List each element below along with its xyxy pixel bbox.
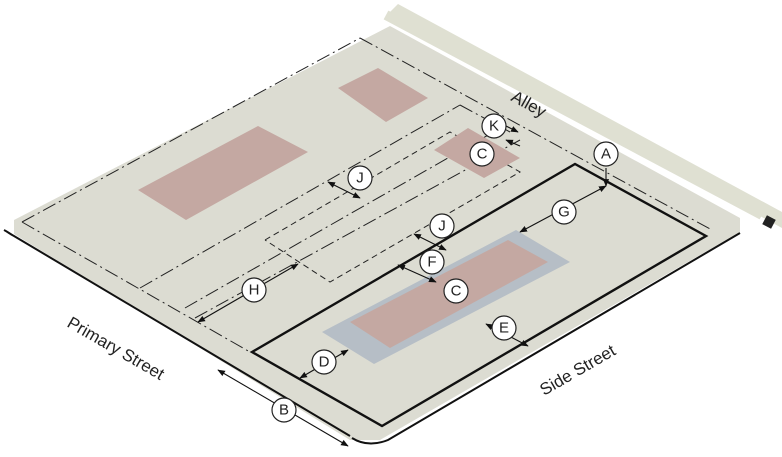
callout-b: B [271, 397, 297, 423]
primary-street-curb [3, 229, 351, 437]
alley-edge-line [383, 10, 765, 220]
callout-j-upper: J [347, 165, 373, 191]
buildable-area-outline [264, 131, 522, 283]
callout-k-label: K [489, 118, 499, 135]
callout-f: F [419, 249, 445, 275]
callout-j-lower: J [429, 213, 455, 239]
callout-g: G [551, 199, 577, 225]
callout-a: A [593, 141, 619, 167]
callout-d-label: D [319, 354, 330, 371]
callout-d: D [311, 349, 337, 375]
block-ground [14, 26, 740, 440]
alley-end-mark [762, 215, 776, 229]
building-small [338, 68, 428, 122]
side-street-label: Side Street [537, 341, 620, 400]
callout-h-label: H [249, 282, 260, 299]
callout-c-building: C [443, 278, 469, 304]
callout-b-label: B [279, 402, 289, 419]
callout-j-lower-label: J [438, 218, 446, 235]
callout-c-garage: C [469, 141, 495, 167]
callout-k: K [481, 113, 507, 139]
callout-a-label: A [601, 146, 611, 163]
callout-c-building-label: C [451, 283, 462, 300]
callout-c-garage-label: C [477, 146, 488, 163]
building-large [138, 126, 308, 220]
side-street-curb [351, 232, 741, 445]
callout-j-upper-label: J [356, 170, 364, 187]
callout-f-label: F [427, 254, 436, 271]
callout-e: E [491, 315, 517, 341]
callout-e-label: E [499, 320, 509, 337]
callout-h: H [241, 277, 267, 303]
callout-g-label: G [558, 204, 570, 221]
